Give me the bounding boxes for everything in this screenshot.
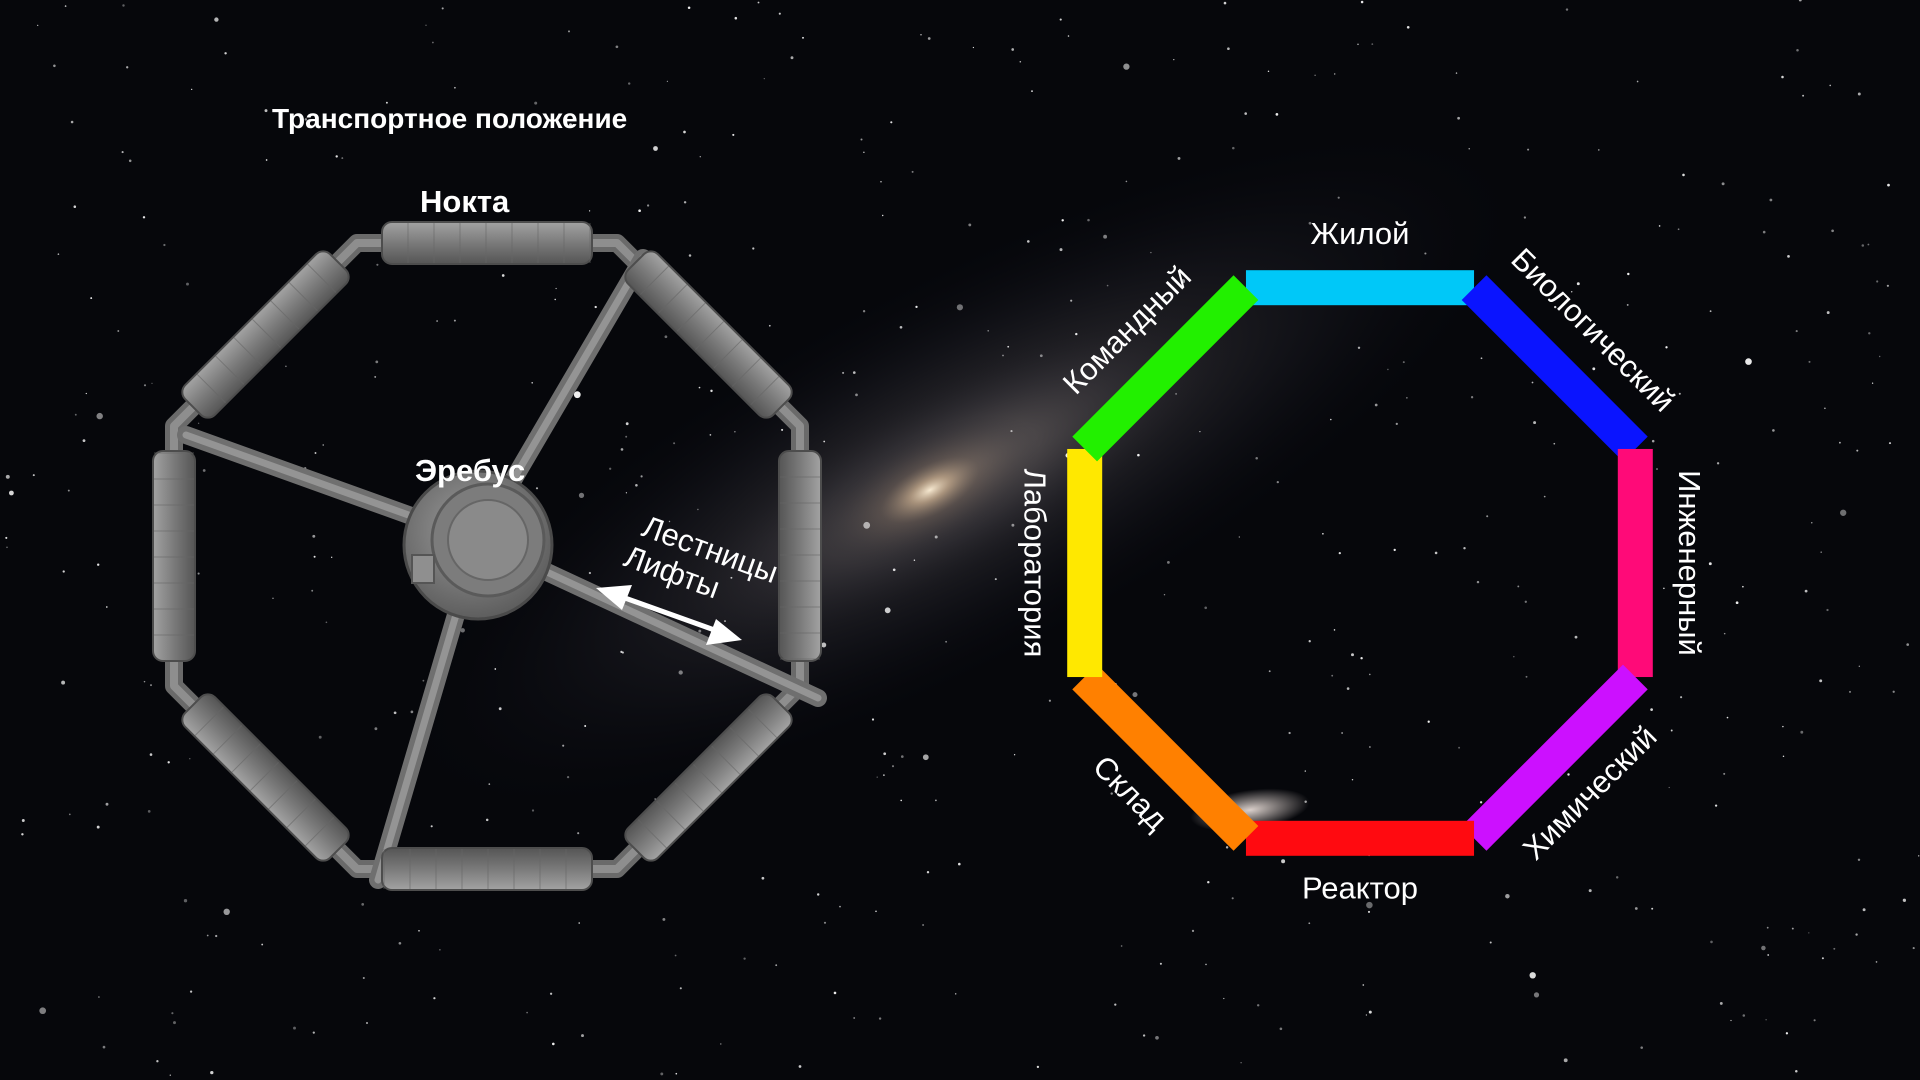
sector-ring: ЖилойБиологическийИнженерныйХимическийРе… xyxy=(1018,216,1708,906)
station-module xyxy=(778,450,822,662)
sector-bar xyxy=(1617,448,1653,678)
panel-title: Транспортное положение xyxy=(272,103,627,134)
double-arrow-icon xyxy=(596,585,742,645)
sector-label: Жилой xyxy=(1311,216,1410,251)
sector-label: Лаборатория xyxy=(1018,469,1053,658)
sector-bar xyxy=(1072,275,1259,462)
module-label-nokta: Нокта xyxy=(420,184,510,219)
sector-bar xyxy=(1245,820,1475,856)
sector-bar xyxy=(1461,275,1648,462)
station-model xyxy=(152,221,827,891)
sector-bar xyxy=(1461,664,1648,851)
station-module xyxy=(152,450,196,662)
sector-bar xyxy=(1067,448,1103,678)
station-module xyxy=(181,250,350,419)
sector-bar xyxy=(1245,270,1475,306)
sector-label: Инженерный xyxy=(1672,470,1707,656)
sector-bar xyxy=(1072,664,1259,851)
station-module xyxy=(381,847,593,891)
station-module xyxy=(181,693,350,862)
station-module xyxy=(624,250,793,419)
hub-label-erebus: Эребус xyxy=(415,453,525,488)
station-module xyxy=(381,221,593,265)
station-module xyxy=(624,693,793,862)
sector-label: Реактор xyxy=(1302,870,1418,905)
